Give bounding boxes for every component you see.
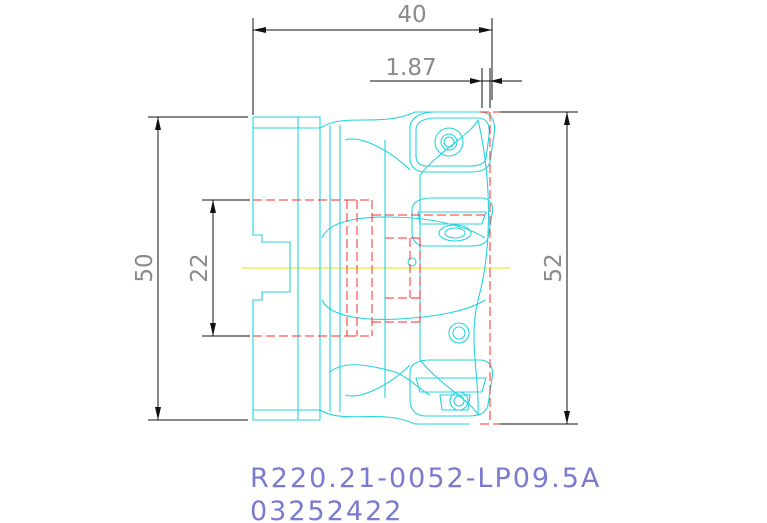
part-code: R220.21-0052-LP09.5A	[250, 463, 601, 494]
part-number: 03252422	[250, 496, 403, 523]
dim-body-height-label: 50	[132, 253, 158, 282]
dim-offset-label: 1.87	[385, 55, 436, 81]
dimension-cut-height: 52	[500, 111, 578, 425]
dim-cut-height-label: 52	[541, 253, 567, 282]
dimension-bore-height: 22	[187, 199, 250, 337]
dimension-body-height: 50	[132, 116, 248, 421]
hidden-lines	[253, 111, 500, 425]
dimension-offset: 1.87	[370, 55, 522, 108]
insert-bottom	[409, 359, 494, 417]
dim-bore-height-label: 22	[187, 253, 213, 282]
insert-top	[409, 111, 496, 173]
insert-middle	[411, 197, 494, 247]
dim-overall-width-label: 40	[397, 2, 426, 28]
dimension-overall-width: 40	[252, 2, 493, 115]
